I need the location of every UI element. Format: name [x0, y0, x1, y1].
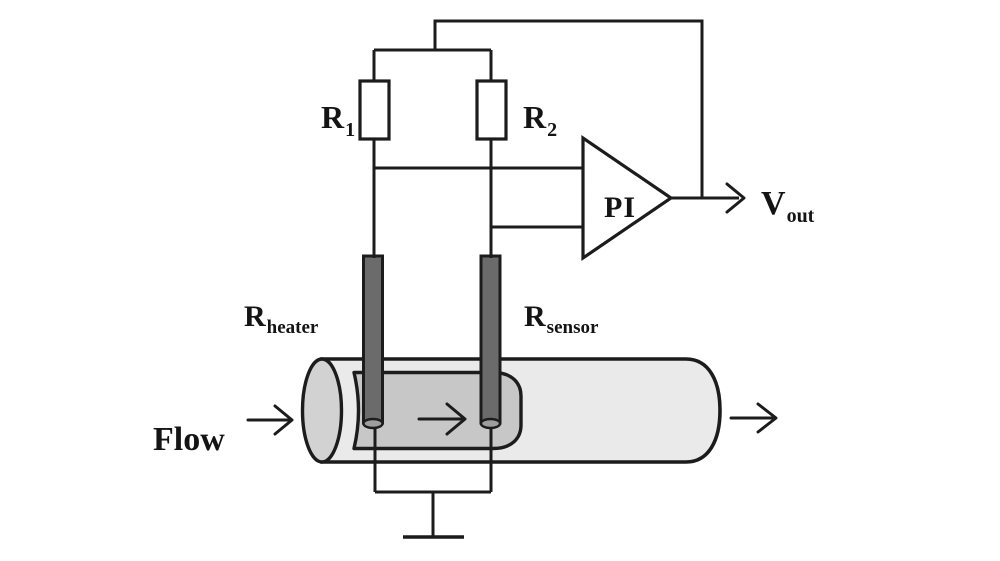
heater-label-main: R — [244, 300, 266, 333]
sensor-label-subscript: sensor — [546, 317, 599, 338]
r2-label: R2 — [523, 99, 557, 140]
feedback-wire — [433, 19, 704, 197]
heater-probe-tip — [362, 417, 384, 430]
heater-probe — [362, 254, 384, 425]
vout-label-subscript: out — [786, 205, 815, 227]
sensor-label: Rsensor — [524, 300, 598, 338]
r1-resistor-box — [358, 79, 391, 141]
sensor-probe-tip — [479, 417, 502, 430]
output-arrowhead — [725, 182, 746, 214]
flow-tube-end-ellipse — [300, 357, 344, 464]
vout-label-main: V — [761, 185, 786, 222]
amplifier-triangle — [581, 134, 674, 262]
heater-label-subscript: heater — [266, 317, 319, 338]
outlet-flow-arrow — [729, 402, 778, 434]
sensor-label-main: R — [524, 300, 546, 333]
r2-label-main: R — [523, 99, 547, 135]
flow-label: Flow — [153, 421, 225, 458]
r2-label-subscript: 2 — [547, 119, 558, 141]
inlet-flow-arrow — [246, 404, 294, 436]
sensor-probe — [479, 254, 502, 425]
sensing-chamber — [352, 370, 523, 451]
r1-label-main: R — [321, 99, 345, 135]
r1-label: R1 — [321, 99, 355, 140]
heater-label: Rheater — [244, 300, 318, 338]
r2-resistor-box — [475, 79, 508, 141]
r1-label-subscript: 1 — [345, 119, 356, 141]
vout-label: Vout — [761, 185, 814, 227]
chamber-flow-arrow — [417, 402, 467, 436]
amplifier-label: PI — [604, 191, 636, 224]
